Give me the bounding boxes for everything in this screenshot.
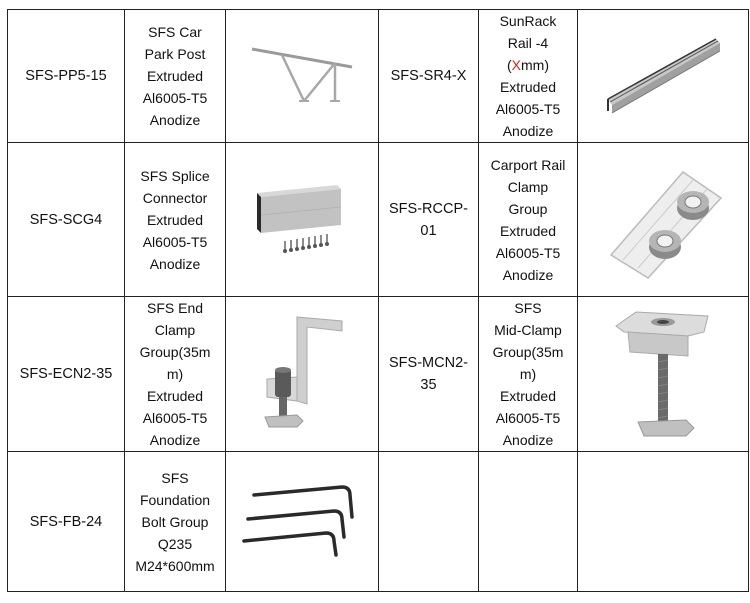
product-description: SunRack Rail -4 (Xmm) Extruded Al6005-T5… <box>478 9 578 143</box>
empty-cell <box>478 451 578 592</box>
table-row: SFS-ECN2-35 SFS End Clamp Group(35m m) E… <box>7 296 749 452</box>
product-code: SFS-SCG4 <box>7 142 125 297</box>
rail-clamp-icon <box>609 170 723 279</box>
product-code: SFS-PP5-15 <box>7 9 125 143</box>
product-description: SFS Foundation Bolt Group Q235 M24*600mm <box>124 451 226 592</box>
variable-length-marker: X <box>511 57 521 73</box>
empty-cell <box>577 451 749 592</box>
product-image <box>225 9 379 143</box>
product-description: SFS End Clamp Group(35m m) Extruded Al60… <box>124 296 226 452</box>
car-park-post-icon <box>251 47 353 102</box>
empty-cell <box>378 451 479 592</box>
mid-clamp-icon <box>615 311 709 437</box>
table-row: SFS-SCG4 SFS Splice Connector Extruded A… <box>7 142 749 297</box>
product-image <box>225 451 379 592</box>
foundation-bolts-icon <box>242 484 354 557</box>
product-image <box>225 296 379 452</box>
product-table: SFS-PP5-15 SFS Car Park Post Extruded Al… <box>7 9 749 592</box>
rail-icon <box>607 38 721 114</box>
splice-connector-icon <box>257 184 342 253</box>
product-code: SFS-SR4-X <box>378 9 479 143</box>
product-code: SFS-MCN2- 35 <box>378 296 479 452</box>
product-image <box>577 142 749 297</box>
end-clamp-icon <box>264 316 343 428</box>
product-code: SFS-ECN2-35 <box>7 296 125 452</box>
table-row: SFS-FB-24 SFS Foundation Bolt Group Q235… <box>7 451 749 592</box>
product-description: SFS Mid-Clamp Group(35m m) Extruded Al60… <box>478 296 578 452</box>
product-image <box>577 296 749 452</box>
product-code: SFS-RCCP- 01 <box>378 142 479 297</box>
product-description: Carport Rail Clamp Group Extruded Al6005… <box>478 142 578 297</box>
product-description: SFS Splice Connector Extruded Al6005-T5 … <box>124 142 226 297</box>
product-code: SFS-FB-24 <box>7 451 125 592</box>
product-image <box>225 142 379 297</box>
product-description: SFS Car Park Post Extruded Al6005-T5 Ano… <box>124 9 226 143</box>
table-row: SFS-PP5-15 SFS Car Park Post Extruded Al… <box>7 9 749 143</box>
product-image <box>577 9 749 143</box>
